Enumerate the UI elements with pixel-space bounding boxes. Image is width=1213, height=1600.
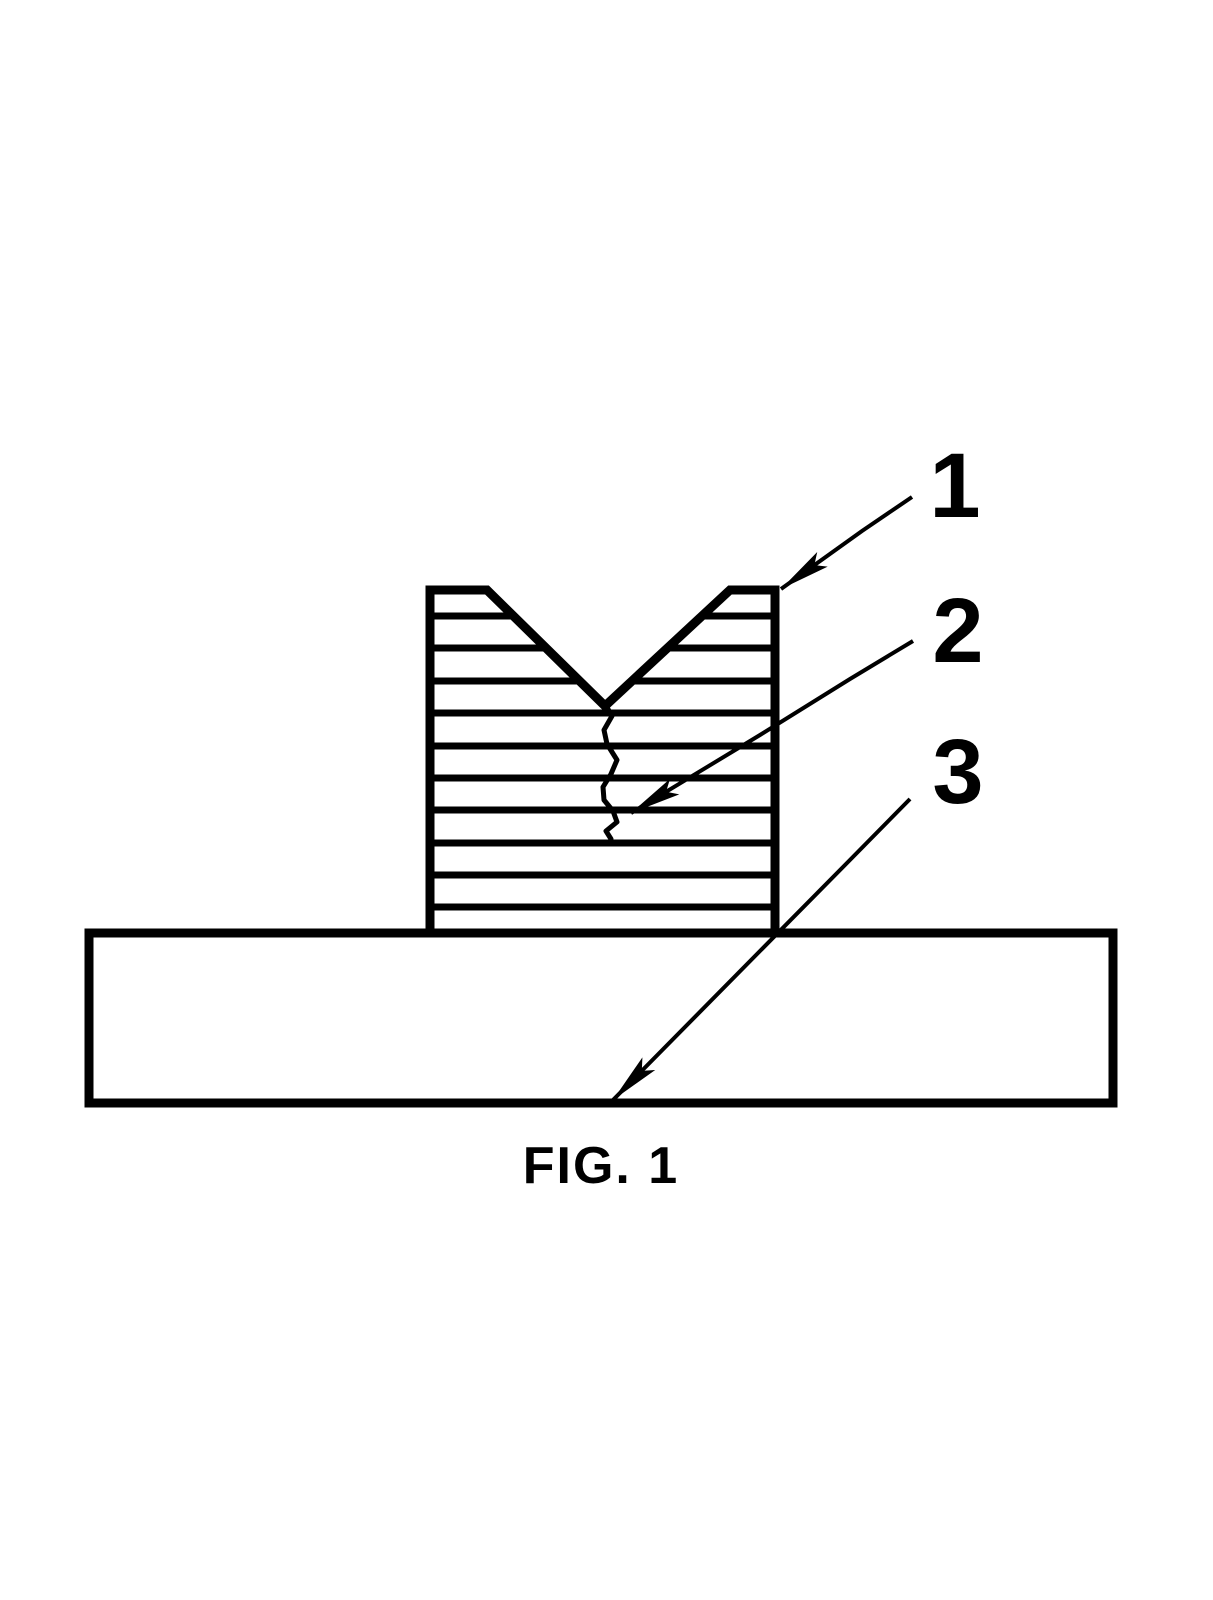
figure-caption: FIG. 1 xyxy=(523,1137,679,1195)
leader-line-2 xyxy=(629,639,915,815)
leader-line-3 xyxy=(611,797,912,1102)
notched-block-outline xyxy=(425,585,780,938)
ref-label-3: 3 xyxy=(932,721,983,823)
crack-line xyxy=(600,701,620,842)
leader-line-1 xyxy=(779,495,914,591)
ref-label-2: 2 xyxy=(932,580,983,682)
ref-label-1: 1 xyxy=(929,435,980,537)
hatch-lines xyxy=(430,612,775,911)
substrate-rect xyxy=(84,928,1118,1108)
